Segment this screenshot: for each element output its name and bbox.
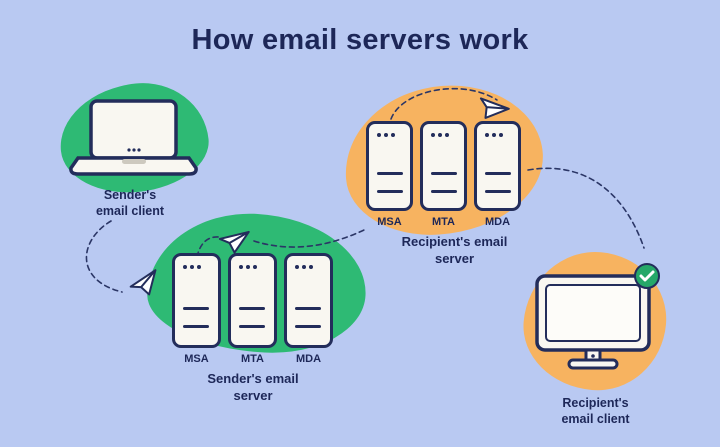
connector-server-to-recipient-client: [527, 167, 645, 249]
server-unit: MSA: [366, 121, 413, 228]
server-slot: [295, 306, 321, 310]
server-leds-icon: [485, 133, 503, 137]
connector-client-to-sender-server: [85, 220, 123, 293]
server-tower: [284, 253, 333, 348]
server-leds-icon: [183, 265, 201, 269]
server-leds-icon: [295, 265, 313, 269]
port-label-mta: MTA: [431, 216, 455, 228]
server-leds-icon: [431, 133, 449, 137]
server-tower: [228, 253, 277, 348]
connector-sender-to-recipient-server: [253, 229, 365, 248]
laptop-icon: [69, 99, 198, 176]
server-slot: [485, 171, 511, 175]
server-unit: MDA: [474, 121, 521, 228]
server-slot: [239, 306, 265, 310]
port-label-mda: MDA: [484, 216, 511, 228]
monitor-icon: [535, 263, 660, 370]
server-tower: [420, 121, 467, 211]
server-unit: MSA: [172, 253, 221, 365]
port-label-mta: MTA: [240, 353, 264, 365]
paper-plane-icon: [479, 97, 510, 119]
sender-client-node: [66, 98, 201, 183]
page-title: How email servers work: [191, 24, 529, 56]
sender-server-label: Sender's email server: [207, 371, 299, 403]
server-slot: [183, 306, 209, 310]
server-unit: MDA: [284, 253, 333, 365]
server-tower: [474, 121, 521, 211]
server-unit: MTA: [420, 121, 467, 228]
recipient-client-label: Recipient's email client: [561, 396, 630, 427]
check-icon: [634, 263, 660, 289]
recipient-server-node: MSA MTA MDA: [366, 121, 521, 228]
recipient-client-node: [534, 262, 664, 379]
sender-client-label: Sender's email client: [95, 188, 165, 219]
recipient-server-label: Recipient's email server: [401, 234, 508, 266]
server-slot: [183, 325, 209, 329]
paper-plane-icon: [129, 269, 157, 296]
server-slot: [431, 171, 457, 175]
port-label-msa: MSA: [184, 353, 209, 365]
server-unit: MTA: [228, 253, 277, 365]
port-label-msa: MSA: [377, 216, 402, 228]
server-slot: [295, 325, 321, 329]
server-slot: [239, 325, 265, 329]
server-slot: [485, 189, 511, 193]
connector-recipient-server-arc: [390, 87, 498, 120]
server-leds-icon: [377, 133, 395, 137]
server-tower: [366, 121, 413, 211]
port-label-mda: MDA: [295, 353, 322, 365]
server-slot: [431, 189, 457, 193]
paper-plane-icon: [218, 230, 250, 254]
sender-server-node: MSA MTA MDA: [172, 253, 333, 365]
server-slot: [377, 189, 403, 193]
server-leds-icon: [239, 265, 257, 269]
server-tower: [172, 253, 221, 348]
server-slot: [377, 171, 403, 175]
